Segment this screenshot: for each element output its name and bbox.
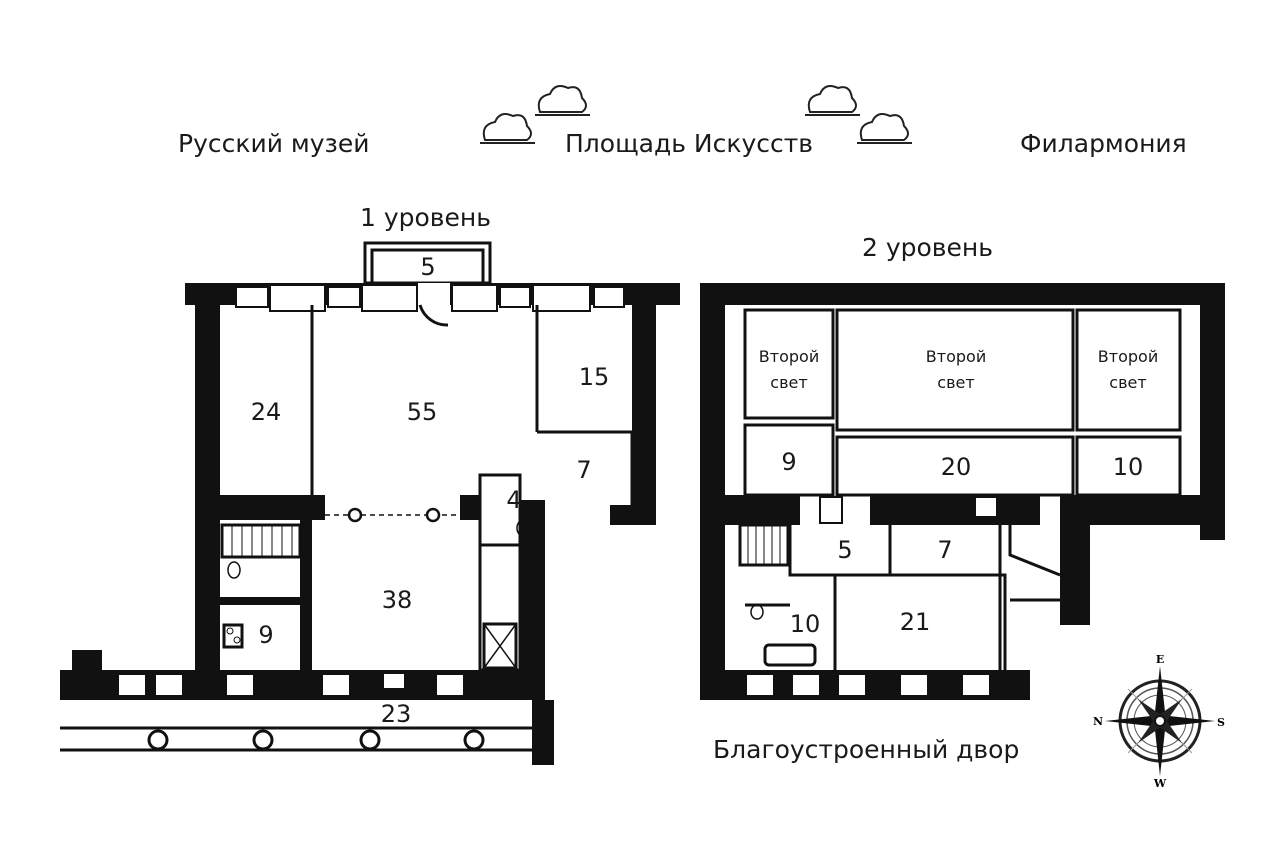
l2-room-21: 21 [900, 608, 931, 636]
toilet-icon [750, 604, 764, 620]
room-24: 24 [251, 398, 282, 426]
stairs-icon [220, 523, 302, 559]
room-5: 5 [420, 253, 435, 281]
room-15: 15 [579, 363, 610, 391]
l2-room-10b: 10 [790, 610, 821, 638]
landmark-philharmonic: Филармония [1020, 129, 1187, 158]
second-light-center-1: Второй [926, 347, 986, 366]
compass-n: N [1093, 715, 1103, 728]
tree-icon [480, 85, 912, 144]
l2-room-10: 10 [1113, 453, 1144, 481]
landmark-russian-museum: Русский музей [178, 129, 369, 158]
second-light-center-2: свет [937, 373, 974, 392]
landmark-courtyard: Благоустроенный двор [713, 735, 1019, 764]
l2-room-5: 5 [837, 536, 852, 564]
room-4: 4 [506, 486, 521, 514]
bathtub-icon [763, 643, 817, 667]
compass-s: S [1217, 716, 1225, 729]
room-38: 38 [382, 586, 413, 614]
l2-room-9: 9 [781, 448, 796, 476]
stairs-icon [738, 523, 790, 567]
l2-room-20: 20 [941, 453, 972, 481]
second-light-right-2: свет [1109, 373, 1146, 392]
stove-icon [222, 623, 244, 649]
l2-room-7: 7 [937, 536, 952, 564]
compass-w: W [1153, 777, 1167, 790]
room-7: 7 [576, 456, 591, 484]
second-light-right-1: Второй [1098, 347, 1158, 366]
room-23: 23 [381, 700, 412, 728]
level2-title: 2 уровень [862, 233, 993, 262]
second-light-left-1: Второй [759, 347, 819, 366]
room-55: 55 [407, 398, 438, 426]
compass-e: E [1156, 653, 1164, 666]
landmark-arts-square: Площадь Искусств [565, 129, 813, 158]
level1-title: 1 уровень [360, 203, 491, 232]
level1-plan [60, 241, 680, 765]
level2-plan [700, 283, 1225, 700]
toilet-icon [227, 519, 530, 579]
room-9: 9 [258, 621, 273, 649]
compass-rose-icon: E N S W [1093, 653, 1225, 790]
second-light-left-2: свет [770, 373, 807, 392]
